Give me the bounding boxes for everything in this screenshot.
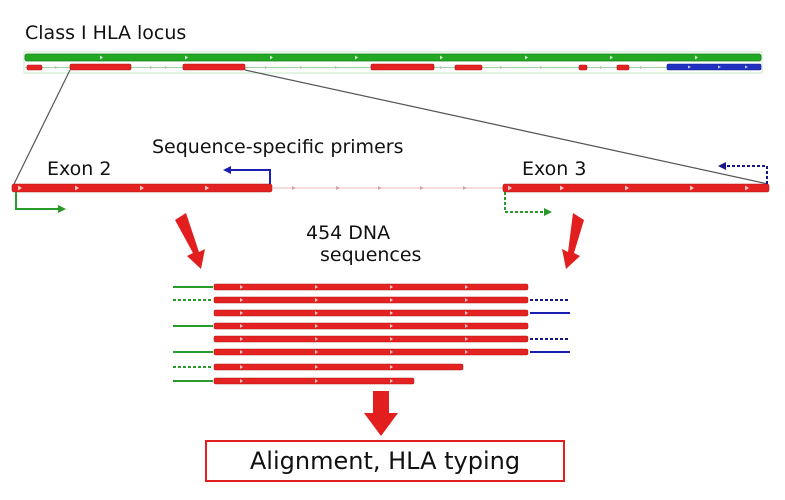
read-bar <box>213 335 529 343</box>
reverse-primer-exon2 <box>223 166 271 184</box>
read-chevron <box>390 350 393 354</box>
zoom-line-right <box>244 69 769 185</box>
read-bar <box>213 348 529 356</box>
read-bar <box>213 283 529 291</box>
exon-chevrons <box>18 185 749 191</box>
flow-arrows <box>175 213 584 436</box>
read-chevron <box>390 379 393 383</box>
read-chevron <box>315 337 318 341</box>
read-chevron <box>315 365 318 369</box>
down-arrow-left <box>175 213 205 269</box>
read-chevron <box>465 311 468 315</box>
intron-chevrons <box>292 186 467 190</box>
read-chevron <box>315 311 318 315</box>
read-chevron <box>240 337 243 341</box>
locus-exons <box>26 63 630 71</box>
read-chevron <box>315 285 318 289</box>
locus-exon-3 <box>182 63 246 71</box>
forward-primer-exon3 <box>504 192 552 216</box>
read-chevron <box>390 365 393 369</box>
locus-utr-blue <box>666 63 762 71</box>
read-chevron <box>390 324 393 328</box>
read-chevron <box>465 324 468 328</box>
locus-exon-1 <box>26 64 43 71</box>
read-chevron <box>240 298 243 302</box>
read-bar <box>213 363 464 371</box>
read-bar <box>213 296 529 304</box>
read-chevron <box>465 285 468 289</box>
read-chevron <box>240 365 243 369</box>
read-chevron <box>240 350 243 354</box>
read-chevron <box>315 379 318 383</box>
down-arrow-right <box>562 213 584 269</box>
down-arrow-bottom <box>364 391 398 436</box>
locus-green-chevrons <box>100 55 698 60</box>
read-chevron <box>240 324 243 328</box>
locus-outline <box>23 51 763 74</box>
read-chevron <box>390 337 393 341</box>
sequences-label-line1: 454 DNA <box>306 222 391 244</box>
read-chevron <box>240 311 243 315</box>
locus-exon-4 <box>370 63 435 71</box>
read-chevron <box>315 324 318 328</box>
exon-2-label: Exon 2 <box>47 158 112 180</box>
read-chevron <box>390 298 393 302</box>
locus-green-bar <box>24 53 762 62</box>
result-box: Alignment, HLA typing <box>205 440 565 482</box>
zoom-line-left <box>13 69 71 185</box>
read-chevron <box>390 311 393 315</box>
read-stack <box>173 283 570 385</box>
read-bar <box>213 377 415 385</box>
exon-3-label: Exon 3 <box>522 158 587 180</box>
read-chevron <box>315 298 318 302</box>
locus-utr-chevrons <box>688 65 748 69</box>
locus-track <box>23 51 763 74</box>
locus-exon-6 <box>578 64 588 71</box>
exon-track <box>11 183 770 193</box>
locus-intron-chevrons <box>55 66 643 69</box>
result-label: Alignment, HLA typing <box>249 447 521 475</box>
read-chevron <box>465 350 468 354</box>
read-chevron <box>315 350 318 354</box>
read-chevron <box>465 298 468 302</box>
forward-primer-exon2 <box>15 192 66 213</box>
exon-3-bar <box>502 183 770 193</box>
locus-exon-2 <box>69 63 132 71</box>
read-bar <box>213 309 529 317</box>
reverse-primer-exon3 <box>718 162 768 184</box>
diagram-title: Class I HLA locus <box>25 22 187 44</box>
read-chevron <box>465 337 468 341</box>
primers-label: Sequence-specific primers <box>152 136 404 158</box>
read-chevron <box>240 285 243 289</box>
sequences-label-line2: sequences <box>320 244 422 266</box>
locus-exon-7 <box>616 64 630 71</box>
primer-arrows <box>15 162 768 216</box>
read-chevron <box>240 379 243 383</box>
read-bar <box>213 322 529 330</box>
read-chevron <box>390 285 393 289</box>
locus-exon-5 <box>454 64 483 71</box>
